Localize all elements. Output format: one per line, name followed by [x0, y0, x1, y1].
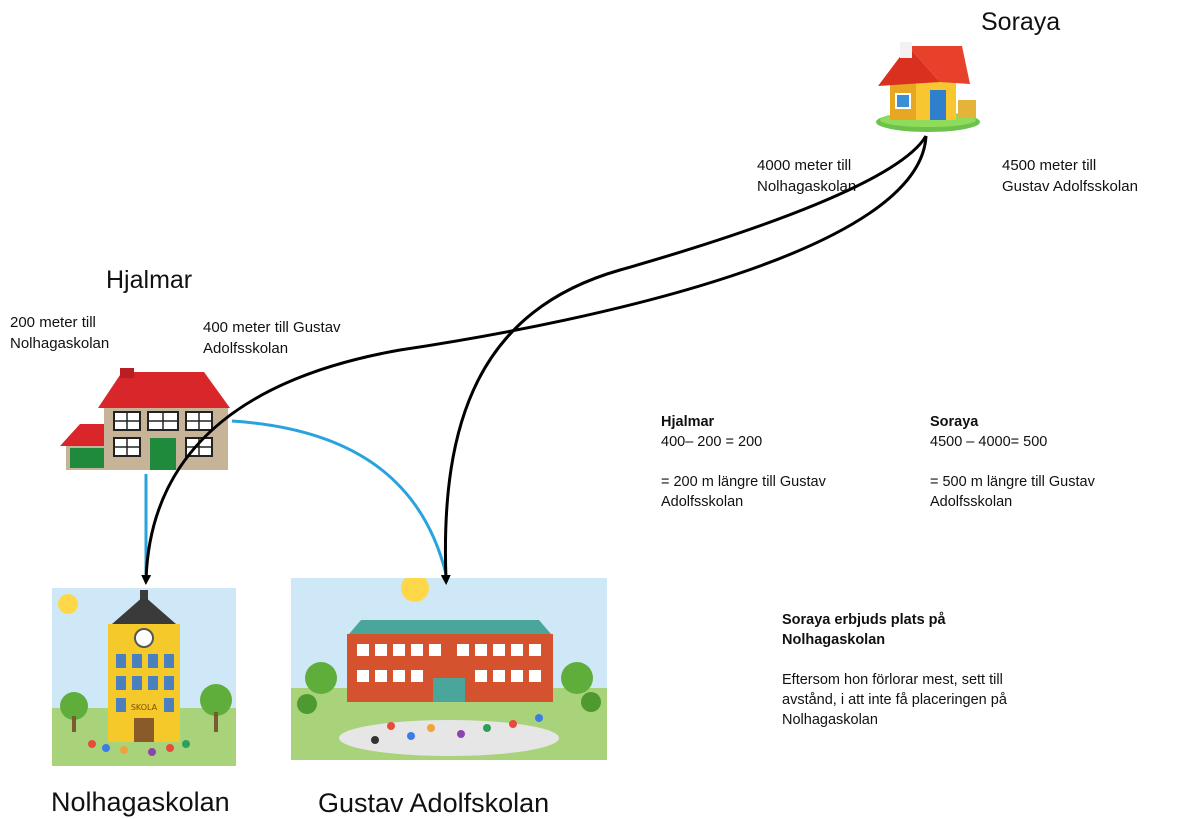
hjalmar-distance-gustav: 400 meter till Gustav Adolfsskolan: [203, 319, 341, 357]
nolhagaskolan-school-image: SKOLA: [52, 588, 236, 766]
soraya-route-nolhaga: [141, 135, 928, 585]
school-sign-text: SKOLA: [131, 703, 158, 712]
soraya-label: Soraya: [981, 8, 1061, 36]
calc-soraya-heading: Soraya: [930, 414, 979, 430]
calc-hjalmar: Hjalmar 400– 200 = 200 = 200 m längre ti…: [661, 414, 826, 510]
hjalmar-route-gustav: [231, 419, 448, 575]
hjalmar-label: Hjalmar: [106, 266, 193, 294]
hjalmar-house-icon: [60, 368, 230, 470]
gustav-adolfskolan-school-image: [291, 578, 607, 760]
hjalmar-distance-nolhaga: 200 meter till Nolhagaskolan: [10, 314, 110, 352]
soraya-distance-nolhaga: 4000 meter till Nolhagaskolan: [757, 157, 857, 195]
conclusion: Soraya erbjuds plats på Nolhagaskolan Ef…: [782, 612, 1007, 728]
nolhagaskolan-caption: Nolhagaskolan: [51, 787, 230, 817]
calc-soraya-formula: 4500 – 4000= 500: [930, 434, 1048, 450]
soraya-house-icon: [876, 42, 980, 132]
gustav-adolfskolan-caption: Gustav Adolfskolan: [318, 788, 550, 818]
calc-hjalmar-formula: 400– 200 = 200: [661, 434, 763, 450]
calc-hjalmar-heading: Hjalmar: [661, 414, 715, 430]
soraya-distance-gustav: 4500 meter till Gustav Adolfsskolan: [1002, 157, 1138, 195]
soraya-route-gustav: [440, 135, 928, 585]
calc-soraya: Soraya 4500 – 4000= 500 = 500 m längre t…: [930, 414, 1095, 510]
